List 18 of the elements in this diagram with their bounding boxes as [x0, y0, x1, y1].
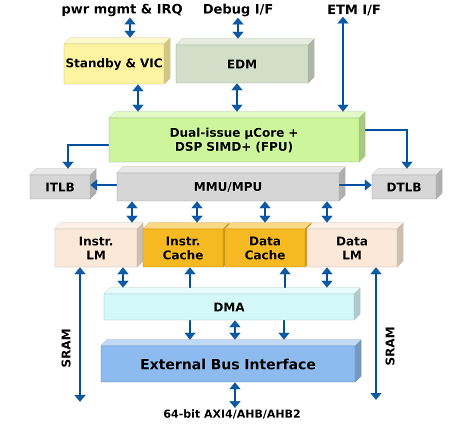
edge-label: SRAM: [385, 328, 395, 365]
block-box: DMA: [104, 288, 360, 320]
block-box: Dual-issue µCore + DSP SIMD+ (FPU): [108, 112, 366, 162]
block-box: External Bus Interface: [100, 340, 362, 382]
interface-label: 64-bit AXI4/AHB/AHB2: [164, 409, 300, 419]
block-box: Instr. LM: [54, 222, 144, 268]
interface-label: ETM I/F: [328, 4, 380, 16]
block-box: Standby & VIC: [64, 38, 170, 84]
block-box: Data Cache: [224, 222, 312, 268]
block-box: EDM: [176, 38, 314, 84]
interface-label: Debug I/F: [204, 4, 272, 16]
block-box: DTLB: [372, 168, 442, 200]
block-box: MMU/MPU: [116, 166, 346, 202]
block-box: Data LM: [306, 222, 404, 268]
block-box: ITLB: [30, 168, 96, 200]
edge-label: SRAM: [61, 330, 71, 367]
block-box: Instr. Cache: [142, 222, 230, 268]
interface-label: pwr mgmt & IRQ: [62, 4, 182, 16]
